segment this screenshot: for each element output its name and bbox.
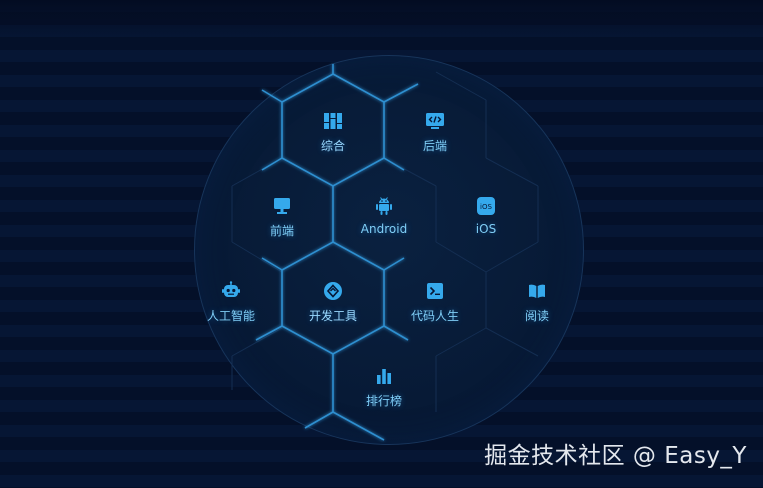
category-label: 综合 — [320, 139, 345, 153]
category-label: 人工智能 — [206, 309, 255, 323]
category-label: iOS — [475, 222, 497, 236]
category-ranking[interactable]: 排行榜 — [339, 366, 429, 422]
category-all[interactable]: 综合 — [288, 111, 378, 167]
watermark: 掘金技术社区 @ Easy_Y — [484, 443, 747, 469]
ios-badge-text: iOS — [480, 203, 492, 211]
category-ios[interactable]: iOS iOS — [441, 196, 531, 252]
category-frontend[interactable]: 前端 — [237, 196, 327, 252]
book-icon — [529, 284, 545, 298]
category-label: Android — [360, 222, 408, 236]
android-icon — [376, 197, 392, 215]
category-reading[interactable]: 阅读 — [492, 281, 582, 337]
category-label: 前端 — [269, 224, 294, 238]
category-codelife[interactable]: 代码人生 — [390, 281, 480, 337]
category-backend[interactable]: 后端 — [390, 111, 480, 167]
terminal-icon — [427, 283, 443, 299]
robot-icon — [222, 281, 240, 297]
category-devtools[interactable]: 开发工具 — [288, 281, 378, 337]
monitor-icon — [274, 198, 290, 214]
category-label: 后端 — [422, 139, 447, 153]
tools-icon — [324, 282, 342, 300]
category-ai[interactable]: 人工智能 — [186, 281, 276, 337]
grid-icon — [324, 113, 342, 129]
code-icon — [426, 113, 444, 129]
top-fade — [0, 0, 763, 40]
ios-icon: iOS — [477, 197, 495, 215]
category-label: 排行榜 — [365, 394, 402, 408]
category-label: 开发工具 — [308, 309, 357, 323]
bar-chart-icon — [377, 369, 391, 384]
category-label: 代码人生 — [410, 309, 459, 323]
category-android[interactable]: Android — [339, 196, 429, 252]
category-label: 阅读 — [524, 309, 549, 323]
